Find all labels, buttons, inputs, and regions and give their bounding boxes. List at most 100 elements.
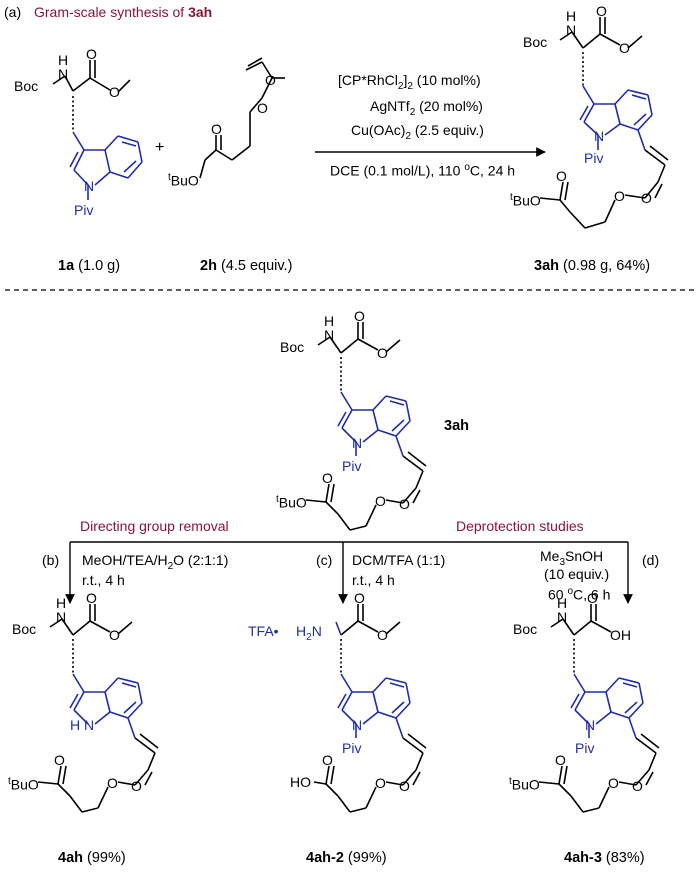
atom-o: O [109,84,120,100]
label-3ah-center: 3ah [444,418,469,434]
atom-o: O [86,46,97,62]
molecule-4ah-2 [313,604,427,813]
label-4ah: 4ah (99%) [58,850,126,866]
atom-h: H [324,313,335,329]
atom-o: O [614,188,625,204]
label-1a: 1a (1.0 g) [58,258,121,274]
branch-b-tag: (b) [42,552,60,568]
section-title: Gram-scale synthesis of 3ah [34,4,212,20]
atom-tbuo: tBuO [168,172,199,189]
atom-o: O [556,168,567,184]
atom-piv: Piv [342,740,362,756]
atom-o: O [377,345,388,361]
atom-n: N [58,66,69,82]
atom-n: N [84,178,95,194]
atom-h: H [70,717,81,733]
section-title-text: Gram-scale synthesis of [34,4,189,20]
atom-o: O [109,627,120,643]
atom-boc: Boc [513,621,538,637]
atom-o: O [641,190,652,206]
label-2h: 2h (4.5 equiv.) [200,258,293,274]
branch-d-cond1: Me3SnOH [540,548,604,568]
group-directing-removal: Directing group removal [80,518,229,534]
atom-o: O [107,775,118,791]
branch-d-tag: (d) [642,552,660,568]
molecule-3ah-center [305,322,427,531]
atom-n: N [352,717,363,733]
atom-piv: Piv [342,458,362,474]
reagent-line-1: [CP*RhCl2]2 (10 mol%) [338,72,481,92]
atom-o: O [375,775,386,791]
section-tag-a: (a) [4,4,22,20]
atom-h: H [557,595,568,611]
atom-tbuo: tBuO [510,192,541,209]
atom-h2n: H2N [296,623,322,643]
atom-piv: Piv [74,202,94,218]
group-deprotection: Deprotection studies [456,518,584,534]
atom-oh: OH [610,627,631,643]
atom-boc: Boc [14,78,39,94]
atom-o: O [632,778,643,794]
atom-n: N [585,717,596,733]
atom-o: O [619,40,630,56]
branch-c-cond2: r.t., 4 h [352,572,395,588]
branch-arrows [65,541,633,604]
atom-o: O [265,72,276,88]
atom-o: O [399,496,410,512]
branch-c-tag: (c) [316,552,333,568]
atom-o: O [587,590,598,606]
atom-tbuo: tBuO [276,494,307,511]
reagent-line-2: AgNTf2 (20 mol%) [370,98,483,118]
branch-d-cond2: (10 equiv.) [544,566,610,582]
molecule-3ah-top [539,17,669,229]
atom-o: O [555,752,566,768]
atom-o: O [86,590,97,606]
molecule-1a [52,60,143,200]
branch-d-cond3: 60 oC, 6 h [548,586,611,603]
atom-n: N [56,609,67,625]
atom-o: O [54,752,65,768]
atom-piv: Piv [575,740,595,756]
atom-n: N [84,717,95,733]
atom-o: O [131,778,142,794]
atom-h: H [56,595,67,611]
atom-n: N [557,609,568,625]
atom-n: N [566,22,577,38]
section-title-compound: 3ah [188,4,213,20]
atom-tbuo: tBuO [8,776,39,793]
atom-boc: Boc [280,339,305,355]
atom-ho: HO [290,774,311,790]
atom-piv: Piv [584,150,604,166]
atom-tbuo: tBuO [509,776,540,793]
atom-o: O [354,590,365,606]
atom-tfa: TFA• [248,623,279,639]
atom-o: O [211,121,222,137]
atom-o: O [399,778,410,794]
atom-h: H [58,52,69,68]
atom-boc: Boc [12,621,37,637]
atom-n: N [352,435,363,451]
molecule-2h [199,57,285,179]
atom-n: N [324,327,335,343]
atom-o: O [375,493,386,509]
branch-c-cond1: DCM/TFA (1:1) [352,552,446,568]
atom-o: O [596,3,607,19]
molecule-4ah-3 [538,604,660,813]
molecule-4ah [37,604,159,813]
label-4ah-2: 4ah-2 (99%) [306,850,387,866]
label-3ah: 3ah (0.98 g, 64%) [534,258,651,274]
label-4ah-3: 4ah-3 (83%) [564,850,645,866]
atom-boc: Boc [523,34,548,50]
reagent-line-3: Cu(OAc)2 (2.5 equiv.) [351,122,484,142]
branch-b-cond2: r.t., 4 h [82,572,125,588]
atom-o: O [322,470,333,486]
atom-o: O [257,100,268,116]
atom-n: N [594,128,605,144]
atom-h: H [566,8,577,24]
branch-b-cond1: MeOH/TEA/H2O (2:1:1) [82,552,229,572]
reaction-conditions: DCE (0.1 mol/L), 110 oC, 24 h [330,162,516,179]
atom-o: O [608,775,619,791]
atom-o: O [377,627,388,643]
plus-sign: + [155,139,165,156]
